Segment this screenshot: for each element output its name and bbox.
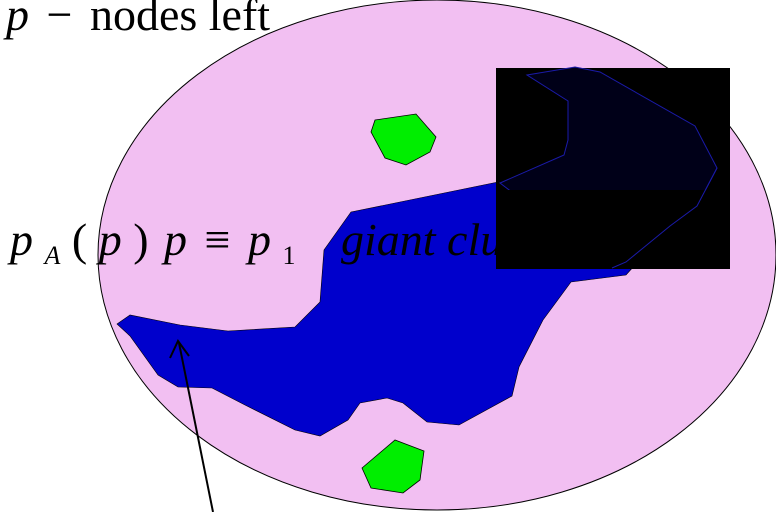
formula-arg: p (96, 214, 122, 265)
formula-p3: p (245, 214, 271, 265)
nodes-left-label: p − nodes left (3, 0, 270, 40)
pointer-arrow-shaft (178, 342, 214, 512)
occluded-cluster-edge (611, 167, 718, 269)
formula-rparen: ) (133, 214, 148, 265)
occluding-box-front (496, 190, 730, 269)
formula-sub-a: A (43, 241, 61, 270)
formula-p: p (7, 214, 33, 265)
giant-cluster-formula: p A ( p ) p ≡ p 1 giant clu (7, 214, 503, 274)
formula-caption: giant clu (341, 214, 503, 265)
arrow-up-icon (169, 339, 190, 359)
small-cluster-top (370, 113, 437, 166)
formula-equiv: ≡ (205, 214, 231, 265)
small-cluster-bottom (361, 439, 425, 494)
formula-lparen: ( (72, 214, 87, 265)
formula-p2: p (161, 214, 187, 265)
formula-sub-1: 1 (283, 241, 296, 270)
